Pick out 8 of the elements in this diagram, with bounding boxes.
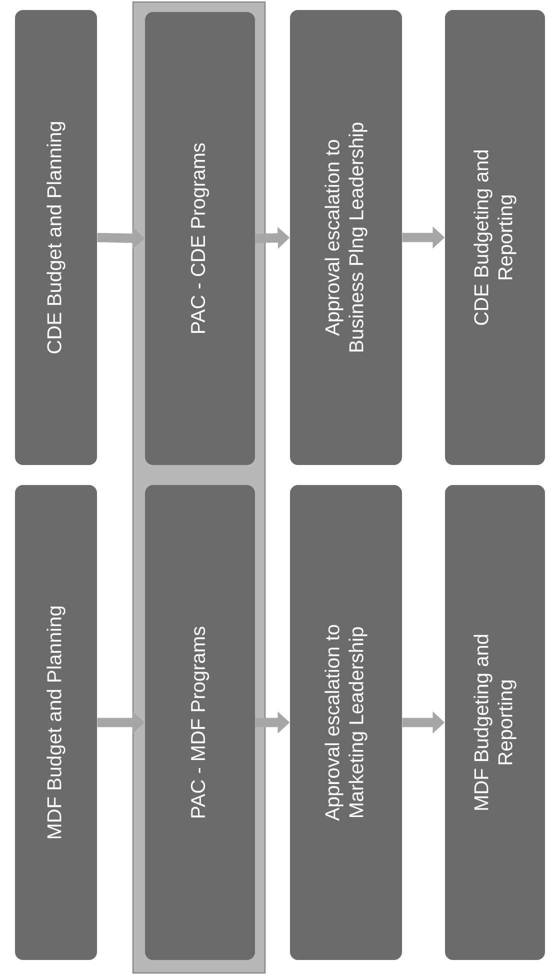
- process-box: PAC - MDF Programs: [145, 485, 255, 960]
- process-box: CDE Budget and Planning: [15, 10, 97, 465]
- process-box: Approval escalation to Business Plng Leadership: [290, 10, 402, 465]
- process-box: Approval escalation to Marketing Leadership: [290, 485, 402, 960]
- process-box: MDF Budgeting and Reporting: [445, 485, 545, 960]
- process-box: PAC - CDE Programs: [145, 12, 255, 466]
- process-box: MDF Budget and Planning: [15, 485, 97, 960]
- process-box: CDE Budgeting and Reporting: [445, 10, 545, 465]
